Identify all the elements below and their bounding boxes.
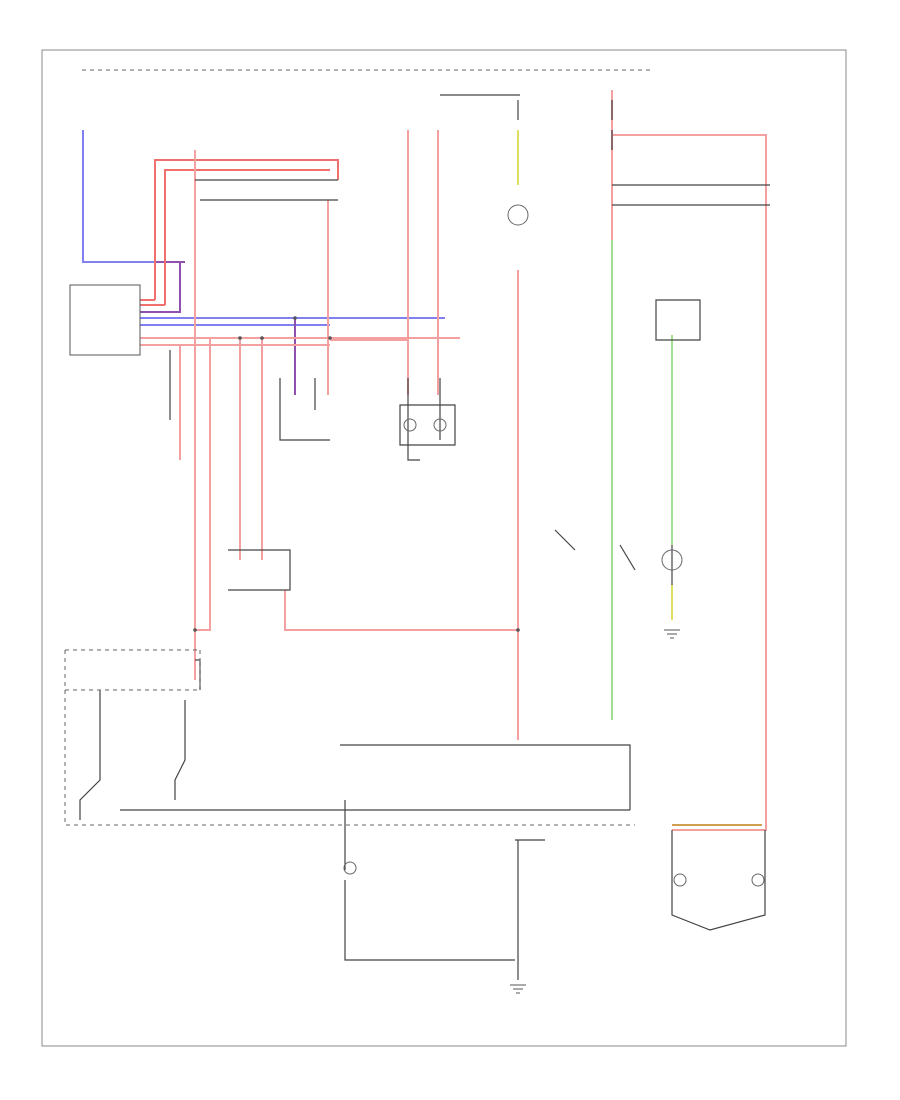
red-wires [140,159,339,306]
lamp-symbols [343,204,765,887]
ground-symbols [510,629,680,994]
diagram-frame [41,49,847,1047]
splice-points [193,316,520,632]
blue-wires [82,130,445,326]
relay-box [69,284,141,356]
purple-wires [140,261,296,395]
switch-box-outline [64,649,635,826]
black-wires [79,94,770,980]
pink-wires [140,90,767,831]
